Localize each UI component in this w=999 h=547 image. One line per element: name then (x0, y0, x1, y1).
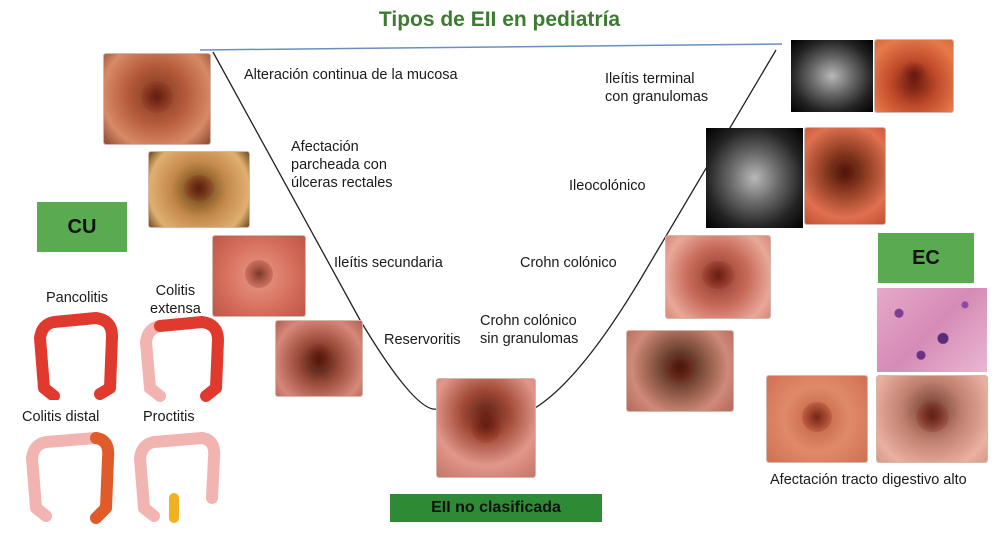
endoscopy-image-ileocolonico (805, 128, 885, 224)
eii-no-clasificada-box: EII no clasificada (390, 494, 602, 522)
label-ileitis-terminal: Ileítis terminal con granulomas (605, 71, 709, 105)
label-ileitis-secundaria: Ileítis secundaria (334, 255, 443, 271)
endoscopy-image-cu-1 (104, 54, 210, 144)
endoscopy-image-cu-3 (213, 236, 305, 316)
label-reservoritis: Reservoritis (384, 332, 461, 348)
label-proctitis: Proctitis (143, 409, 195, 425)
endoscopy-image-eii-no-clasificada (437, 379, 535, 477)
label-colitis-extensa: Colitis extensa (150, 283, 201, 317)
colon-diagram-proctitis (134, 432, 221, 523)
top-line (199, 43, 783, 51)
label-tracto-digestivo-alto: Afectación tracto digestivo alto (770, 472, 967, 488)
label-alteracion-continua: Alteración continua de la mucosa (244, 67, 458, 83)
cu-arm-line (212, 51, 441, 410)
label-crohn-colonico: Crohn colónico (520, 255, 617, 271)
cu-box: CU (37, 202, 127, 252)
endoscopy-image-cu-2 (149, 152, 249, 227)
colon-diagram-colitis-distal (26, 432, 115, 524)
colon-diagram-colitis-extensa (140, 316, 224, 402)
endoscopy-image-crohn-colonico (666, 236, 770, 318)
ec-box: EC (878, 233, 974, 283)
label-afectacion-parcheada: Afectación parcheada con úlceras rectale… (291, 139, 393, 191)
mri-image-ileitis-terminal (791, 40, 873, 112)
label-colitis-distal: Colitis distal (22, 409, 100, 425)
colon-diagram-pancolitis (34, 312, 118, 400)
endoscopy-image-ileitis-terminal (875, 40, 953, 112)
label-ileocolonico: Ileocolónico (569, 178, 646, 194)
diagram-title: Tipos de EII en pediatría (378, 8, 621, 31)
label-crohn-colonico-sin-granulomas: Crohn colónico sin granulomas (480, 313, 579, 347)
endoscopy-image-tracto-alto-1 (767, 376, 867, 462)
ec-arm-line (534, 49, 777, 409)
label-pancolitis: Pancolitis (46, 290, 109, 306)
endoscopy-image-crohn-colonico-sin-granulomas (627, 331, 733, 411)
endoscopy-image-reservoritis (276, 321, 362, 396)
ct-image-ileocolonico (706, 128, 803, 228)
endoscopy-image-tracto-alto-2 (877, 376, 987, 462)
histology-image-granuloma (877, 288, 987, 372)
